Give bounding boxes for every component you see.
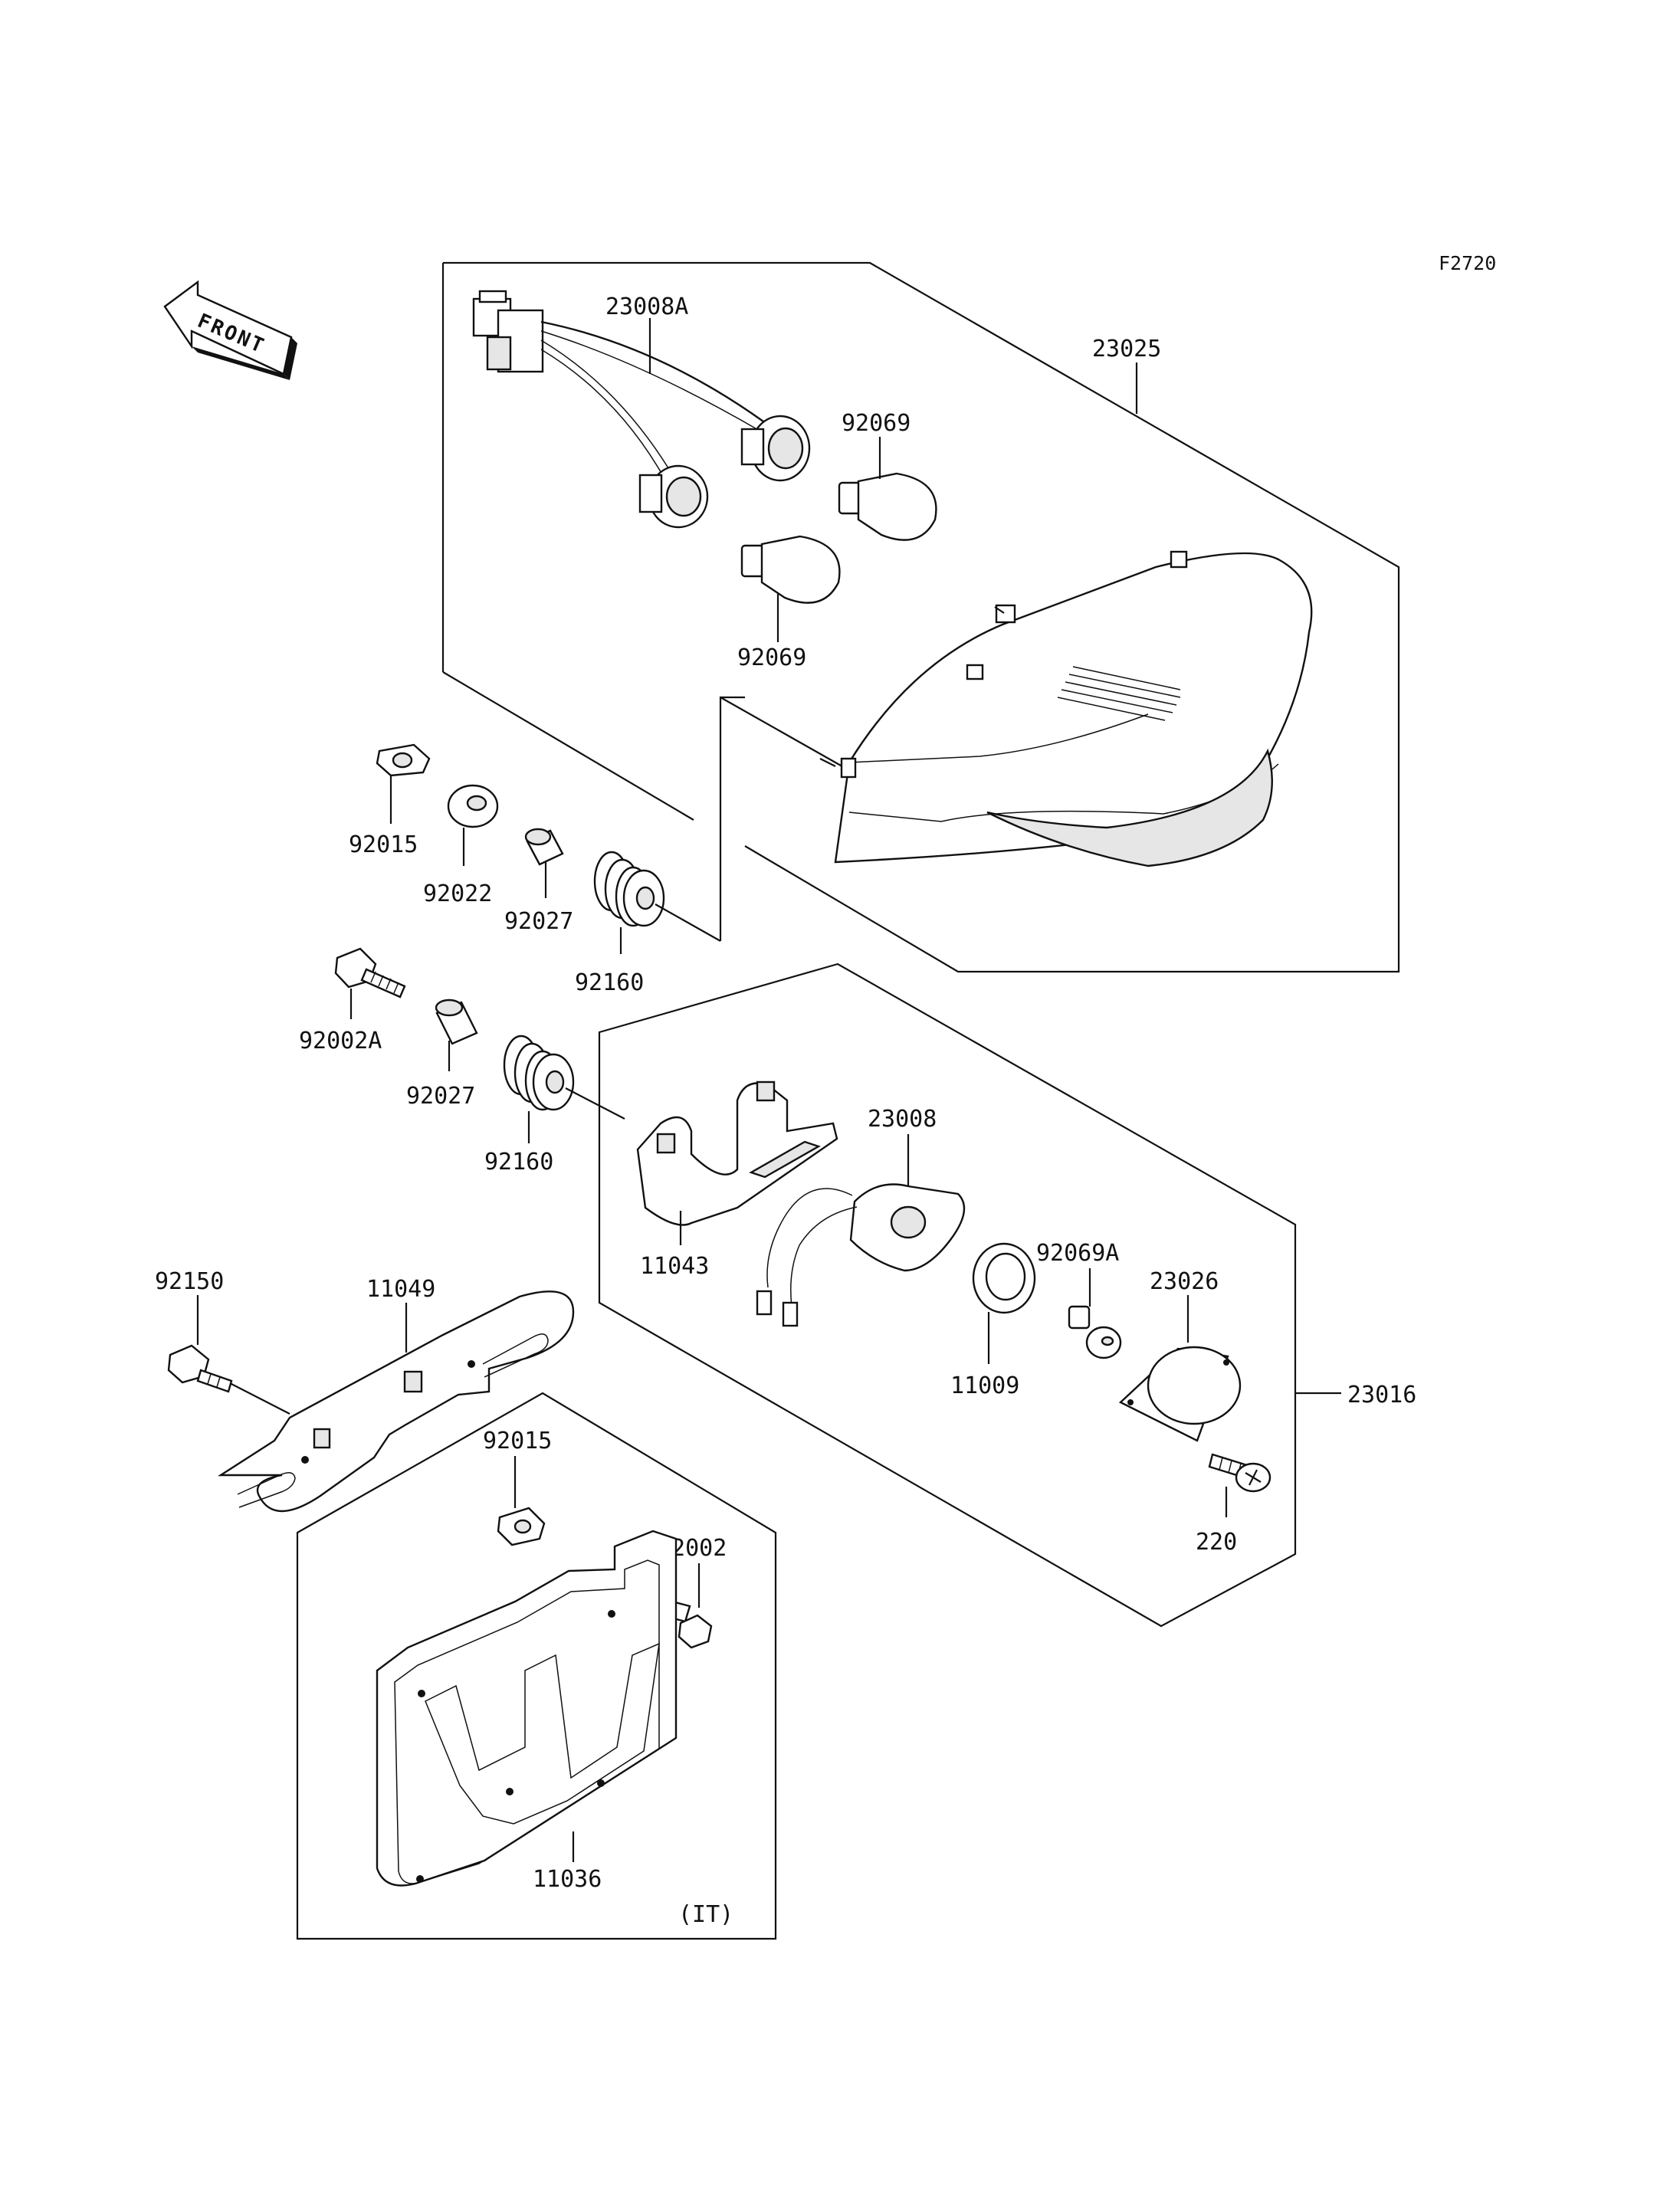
variant-note: (IT): [678, 1901, 733, 1928]
screw-220: [1208, 1453, 1271, 1493]
label-23026: 23026: [1150, 1268, 1219, 1295]
bulb-92069A: [1068, 1305, 1122, 1359]
label-11049: 11049: [366, 1276, 435, 1303]
bulb-lower: [740, 535, 841, 604]
bracket-11043: [636, 1080, 838, 1226]
collar-92027-top: [524, 828, 564, 866]
label-92015-bottom: 92015: [483, 1428, 552, 1454]
label-92069A: 92069A: [1036, 1240, 1119, 1267]
gasket-11009: [972, 1242, 1036, 1314]
label-92069-bottom: 92069: [737, 644, 806, 671]
bracket-11049: [217, 1290, 575, 1513]
label-92002A: 92002A: [299, 1028, 382, 1054]
washer-92022: [447, 784, 499, 828]
bolt-92150: [167, 1344, 233, 1393]
label-11009: 11009: [950, 1372, 1019, 1399]
nut-92015-bottom: [497, 1507, 546, 1546]
label-92160-bottom: 92160: [484, 1149, 553, 1176]
label-11043: 11043: [640, 1253, 709, 1280]
socket-23008: [756, 1183, 966, 1327]
label-220: 220: [1196, 1529, 1237, 1556]
label-23025: 23025: [1092, 336, 1161, 362]
lens-23026: [1118, 1346, 1242, 1442]
grommet-92160-top: [593, 851, 665, 927]
label-92069-top: 92069: [842, 410, 911, 437]
tail-light-group-outline: [443, 261, 1400, 973]
label-92027-top: 92027: [504, 908, 573, 935]
figure-code: F2720: [1439, 252, 1496, 274]
nut-92015-top: [376, 743, 431, 777]
label-23016: 23016: [1347, 1382, 1416, 1408]
front-arrow-icon: FRONT: [163, 280, 297, 380]
license-light-group-outline: [598, 962, 1297, 1628]
label-23008A: 23008A: [605, 293, 688, 320]
license-plate-group-outline: [296, 1392, 777, 1940]
label-92015-top: 92015: [349, 831, 418, 858]
label-92160-top: 92160: [575, 969, 644, 996]
grommet-92160-bottom: [503, 1035, 575, 1111]
label-92022: 92022: [423, 880, 492, 907]
label-92027-bottom: 92027: [406, 1083, 475, 1110]
label-23008: 23008: [868, 1106, 937, 1133]
tail-light-lens: [819, 550, 1313, 867]
bulb-upper: [838, 472, 937, 541]
bolt-92002A: [334, 947, 406, 998]
collar-92027-bottom: [435, 998, 478, 1045]
license-plate-bracket-11036: [376, 1530, 678, 1887]
label-11036: 11036: [533, 1866, 602, 1893]
label-92150: 92150: [155, 1268, 224, 1295]
harness-23008A: [472, 290, 811, 529]
